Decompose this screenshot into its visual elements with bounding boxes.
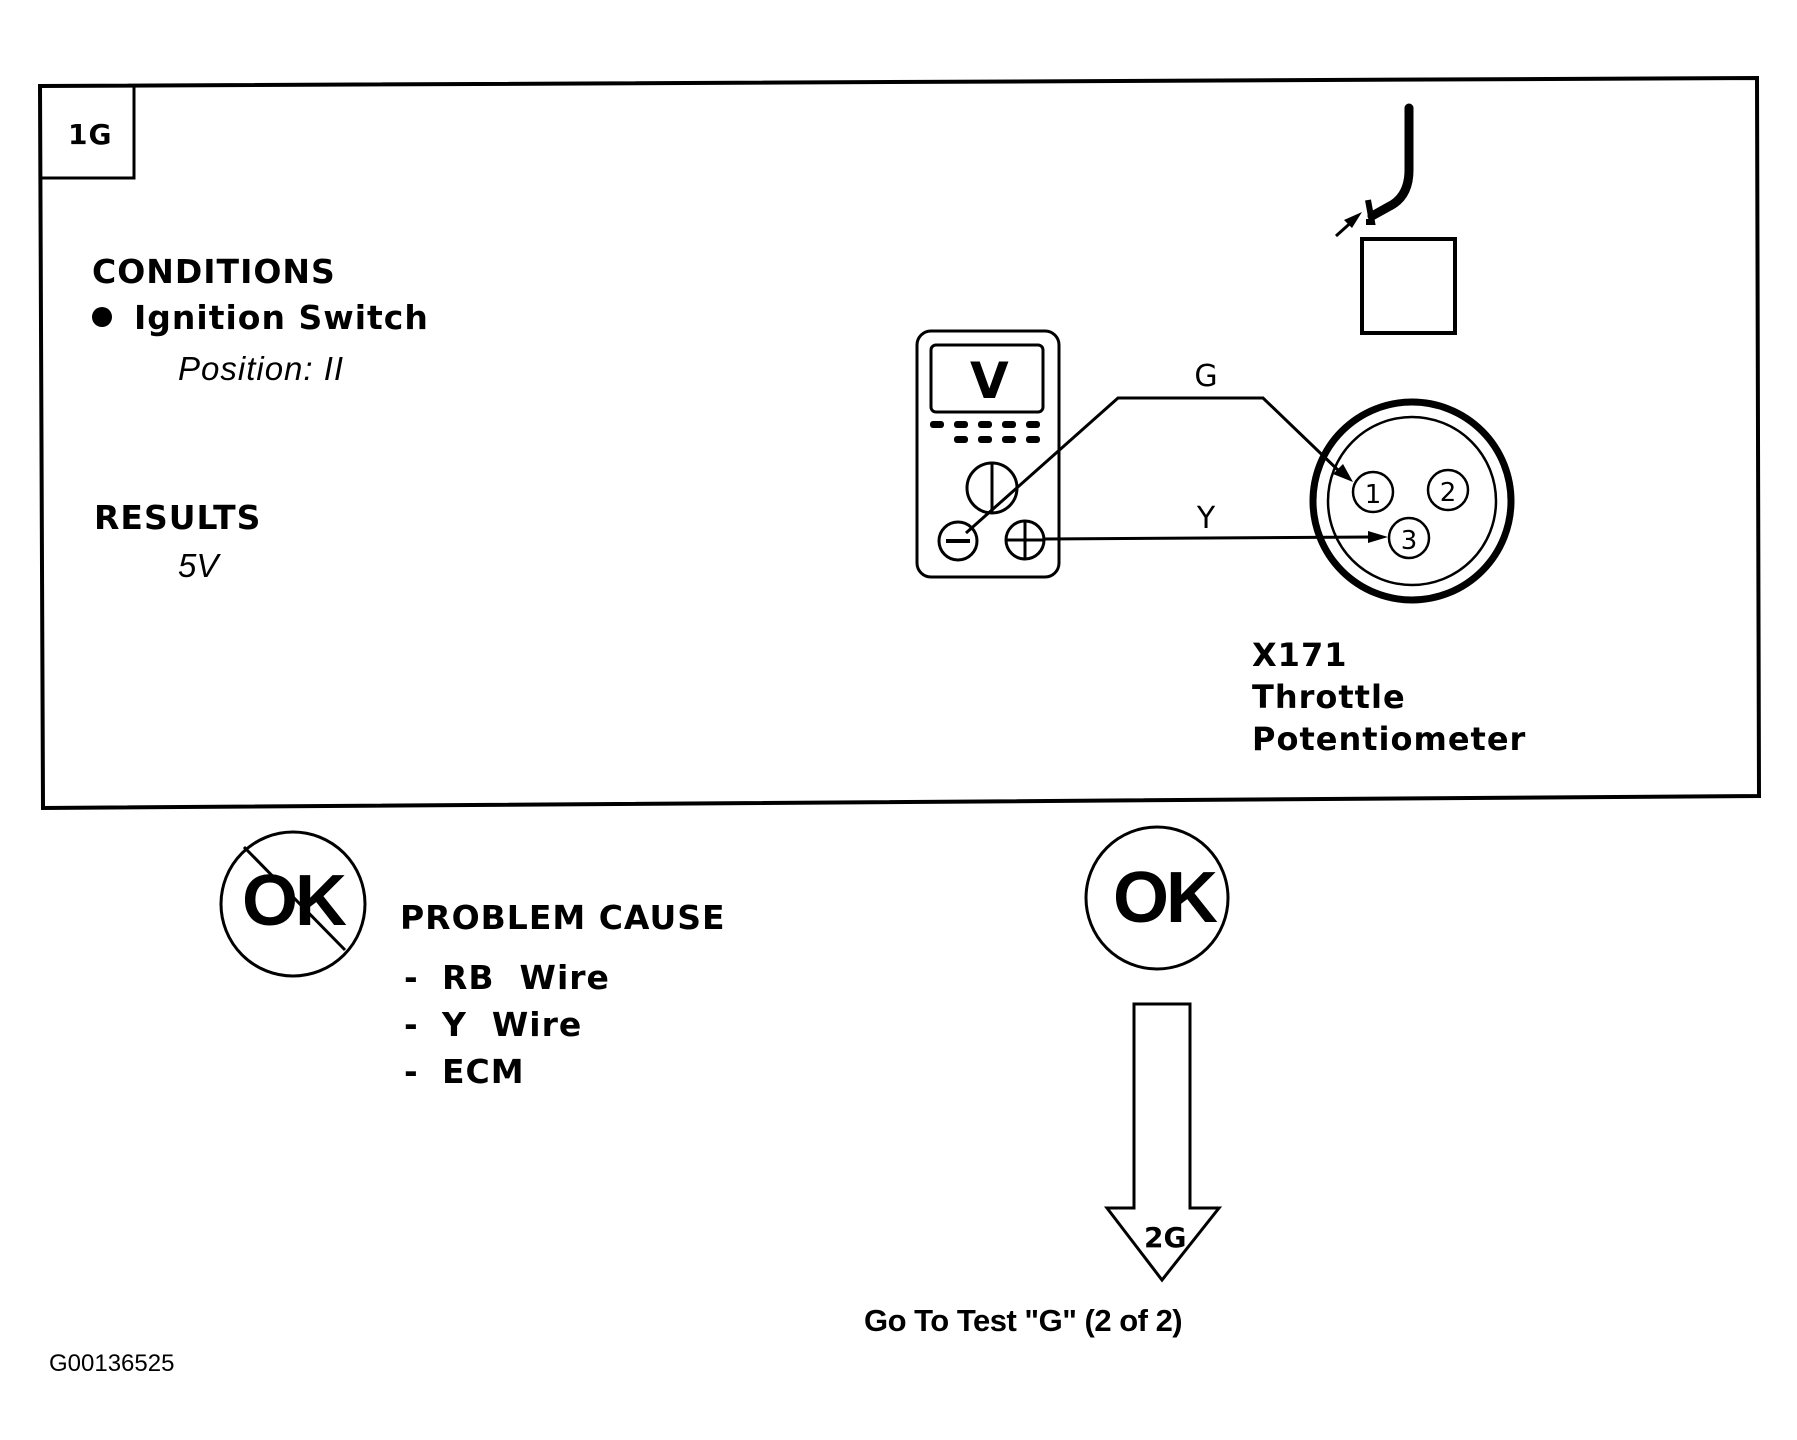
connector-pin-3 bbox=[1387, 516, 1431, 560]
problem-cause-item: -Y Wire bbox=[404, 1005, 582, 1044]
connector-pin-2 bbox=[1426, 468, 1470, 512]
results-heading: RESULTS bbox=[94, 498, 262, 537]
meter-dial bbox=[965, 461, 1019, 515]
figure-id: G00136525 bbox=[49, 1350, 175, 1377]
voltmeter-icon bbox=[915, 329, 1061, 579]
pin-1-label: 1 bbox=[1365, 480, 1382, 510]
wire-g-label: G bbox=[1194, 359, 1217, 394]
meter-display: V bbox=[970, 352, 1009, 410]
pin-3-label: 3 bbox=[1401, 526, 1418, 556]
test-id-box bbox=[40, 84, 136, 180]
connector-name-line2: Potentiometer bbox=[1252, 720, 1527, 758]
conditions-heading: CONDITIONS bbox=[92, 252, 336, 291]
dash-icon: - bbox=[404, 1005, 419, 1044]
cause-label: ECM bbox=[442, 1052, 525, 1091]
dash-icon: - bbox=[404, 958, 419, 997]
test-panel-border bbox=[37, 75, 1762, 811]
not-ok-symbol bbox=[219, 830, 367, 978]
condition-item: Ignition Switch bbox=[92, 298, 429, 337]
cause-label: Y Wire bbox=[442, 1005, 583, 1044]
not-ok-label: OK bbox=[242, 861, 347, 941]
wire-y-arrowhead bbox=[1368, 531, 1388, 543]
connector-pin-1 bbox=[1351, 470, 1395, 514]
problem-cause-item: -ECM bbox=[404, 1052, 525, 1091]
wire-y-label: Y bbox=[1196, 501, 1216, 536]
meter-positive-terminal bbox=[1004, 519, 1046, 561]
results-value: 5V bbox=[178, 547, 219, 584]
meter-negative-terminal bbox=[937, 520, 979, 562]
go-to-test-link[interactable]: Go To Test "G" (2 of 2) bbox=[864, 1303, 1183, 1338]
next-test-id[interactable]: 2G bbox=[1144, 1221, 1187, 1254]
connector-name-line1: Throttle bbox=[1252, 678, 1406, 716]
dash-icon: - bbox=[404, 1052, 419, 1091]
test-id-label: 1G bbox=[68, 118, 113, 151]
connector-x171: 1 2 3 bbox=[1309, 398, 1515, 604]
problem-cause-item: -RB Wire bbox=[404, 958, 610, 997]
ok-symbol bbox=[1084, 825, 1230, 971]
next-test-arrow[interactable] bbox=[1103, 1002, 1223, 1283]
condition-label: Ignition Switch bbox=[134, 298, 429, 337]
connector-id: X171 bbox=[1252, 636, 1348, 674]
wire-g-arrowhead bbox=[1333, 464, 1353, 482]
wire-g bbox=[965, 396, 1342, 535]
pin-2-label: 2 bbox=[1440, 478, 1457, 508]
meter-buttons bbox=[930, 421, 1040, 443]
ok-label: OK bbox=[1113, 858, 1218, 938]
bullet-icon bbox=[92, 306, 112, 327]
problem-cause-heading: PROBLEM CAUSE bbox=[400, 898, 726, 937]
connector-plug-icon bbox=[1334, 103, 1457, 335]
condition-value: Position: II bbox=[178, 350, 345, 387]
cause-label: RB Wire bbox=[442, 958, 610, 997]
